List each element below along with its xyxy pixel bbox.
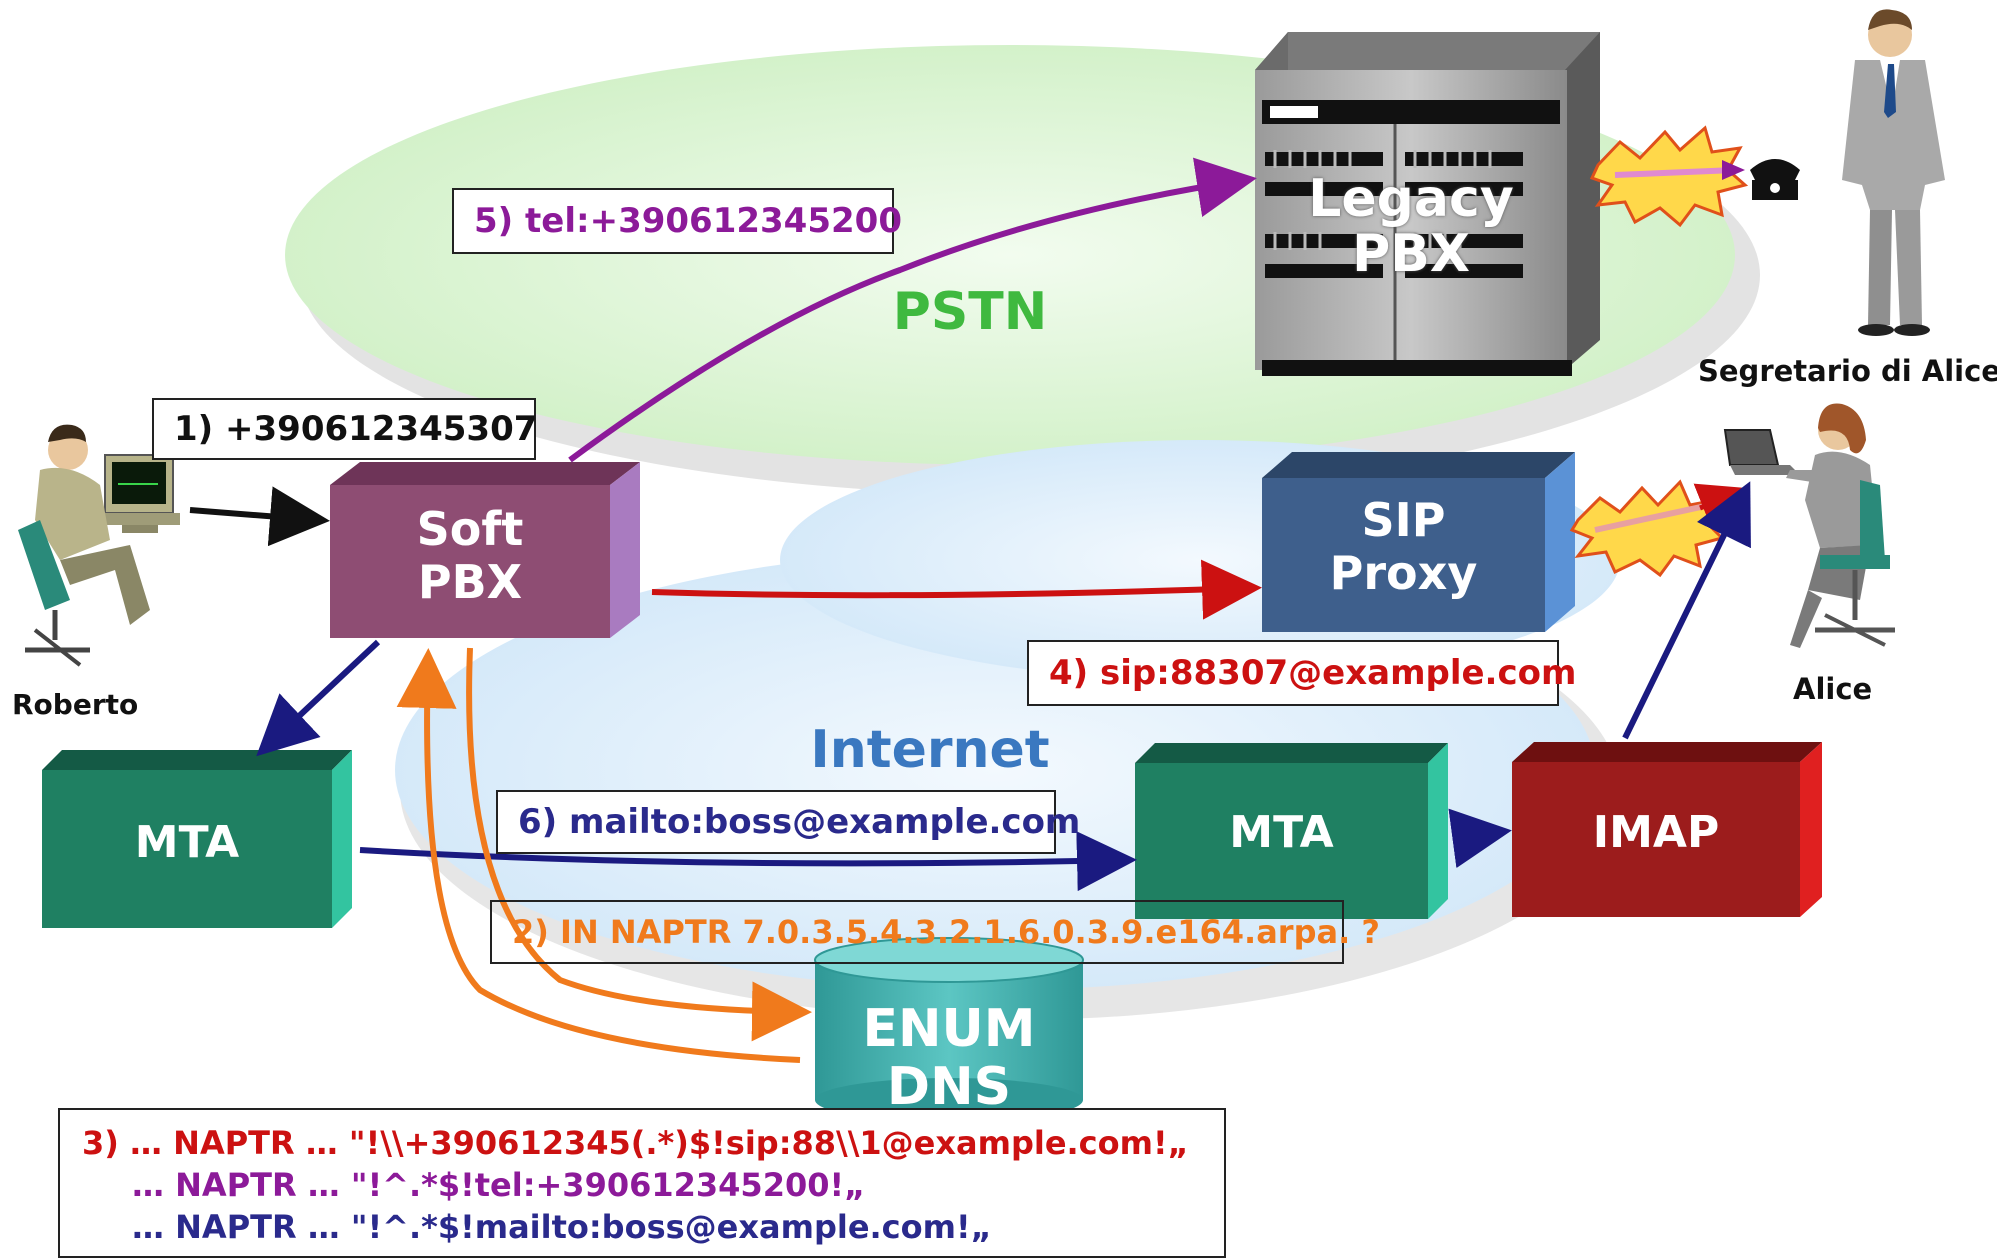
enum-dns-label: ENUM DNS xyxy=(815,999,1083,1118)
ring-burst-secretary xyxy=(1589,125,1749,228)
alice-label: Alice xyxy=(1793,672,1873,706)
enum-dns-label-line1: ENUM xyxy=(862,999,1036,1059)
enum-dns-cylinder xyxy=(814,937,1084,1122)
roberto-label: Roberto xyxy=(12,688,139,721)
sip-proxy-label-line2: Proxy xyxy=(1329,545,1478,600)
step1-box: 1) +390612345307 xyxy=(152,398,537,460)
step3-line-tel: … NAPTR … "!^.*$!tel:+390612345200!„ xyxy=(132,1166,866,1204)
arrow-imap-to-alice xyxy=(1622,481,1751,740)
legacy-pbx-label-line2: PBX xyxy=(1352,223,1470,284)
alice-figure xyxy=(1723,403,1895,648)
arrow-softpbx-to-enum xyxy=(466,647,812,1042)
arrow-softpbx-to-legacy xyxy=(568,157,1257,463)
enum-dns-label-line2: DNS xyxy=(886,1057,1012,1118)
soft-pbx-label-line2: PBX xyxy=(417,554,523,609)
internet-cloud-label: Internet xyxy=(810,720,1050,780)
soft-pbx-label-line1: Soft xyxy=(416,502,524,556)
mta-left-block xyxy=(42,750,352,928)
sip-proxy-label: SIP Proxy xyxy=(1262,494,1545,600)
secretary-figure xyxy=(1842,9,1945,336)
arrow-softpbx-to-sip xyxy=(651,559,1262,620)
mta-right-label: MTA xyxy=(1229,807,1334,858)
arrow-roberto-to-softpbx xyxy=(189,486,330,547)
arrow-mta-left-to-mta-right xyxy=(359,831,1137,892)
sip-proxy-block xyxy=(1262,452,1575,632)
roberto-figure xyxy=(18,424,180,667)
secretary-label: Segretario di Alice xyxy=(1698,354,1997,388)
step3-box: 3) … NAPTR … "!\\+390612345(.*)$!sip:88\… xyxy=(58,1108,1226,1258)
step2-box: 2) IN NAPTR 7.0.3.5.4.3.2.1.6.0.3.9.e164… xyxy=(490,900,1380,964)
telephone-icon xyxy=(1750,159,1800,200)
pstn-cloud-label: PSTN xyxy=(892,282,1048,342)
arrow-softpbx-to-mta-left xyxy=(256,639,381,757)
sip-proxy-label-line1: SIP xyxy=(1361,493,1446,547)
legacy-pbx-label: Legacy PBX xyxy=(1255,172,1567,281)
step6-box: 6) mailto:boss@example.com xyxy=(496,790,1080,854)
arrow-enum-to-softpbx xyxy=(396,648,801,1063)
mta-left-label: MTA xyxy=(134,817,240,868)
imap-label: IMAP xyxy=(1592,807,1720,858)
legacy-pbx-cabinet xyxy=(1255,32,1600,376)
arrow-mta-right-to-imap xyxy=(1448,808,1512,869)
soft-pbx-label: Soft PBX xyxy=(330,503,610,609)
soft-pbx-block xyxy=(330,462,640,638)
step4-box: 4) sip:88307@example.com xyxy=(1027,640,1576,706)
step3-line-sip: 3) … NAPTR … "!\\+390612345(.*)$!sip:88\… xyxy=(82,1124,1189,1162)
mta-right-block xyxy=(1135,743,1448,919)
step3-line-mail: … NAPTR … "!^.*$!mailto:boss@example.com… xyxy=(132,1208,992,1246)
legacy-pbx-label-line1: Legacy xyxy=(1308,169,1514,229)
imap-block xyxy=(1512,742,1822,917)
step5-box: 5) tel:+390612345200 xyxy=(452,188,902,254)
